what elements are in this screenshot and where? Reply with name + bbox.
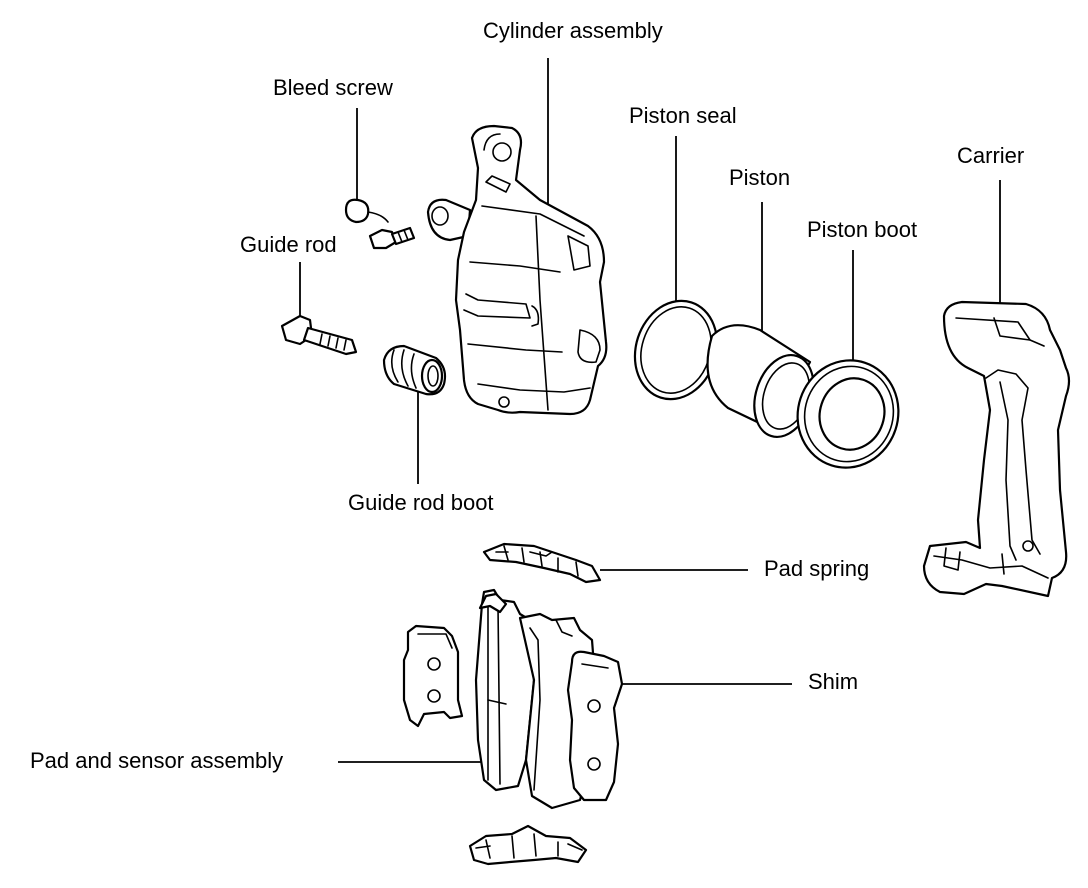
label-pad-and-sensor-assembly: Pad and sensor assembly [30, 748, 284, 773]
bleed-screw-drawing [344, 198, 416, 250]
cylinder-assembly-drawing [426, 124, 608, 416]
lower-pad-clip-drawing [468, 824, 588, 866]
outer-shim-drawing [402, 624, 464, 728]
piston-boot-drawing [796, 359, 900, 469]
pad-spring-drawing [482, 542, 602, 584]
label-guide-rod: Guide rod [240, 232, 337, 257]
label-piston: Piston [729, 165, 791, 190]
label-pad-spring: Pad spring [764, 556, 870, 581]
shim-drawing [566, 650, 624, 802]
label-piston-boot: Piston boot [807, 217, 918, 242]
guide-rod-boot-drawing [382, 344, 447, 396]
guide-rod-drawing [280, 314, 358, 356]
label-cylinder-assembly: Cylinder assembly [483, 18, 663, 43]
piston-drawing [706, 324, 815, 438]
carrier-drawing [922, 300, 1071, 598]
label-guide-rod-boot: Guide rod boot [348, 490, 494, 515]
label-shim: Shim [808, 669, 859, 694]
label-carrier: Carrier [957, 143, 1025, 168]
leader-lines [299, 58, 1001, 763]
label-bleed-screw: Bleed screw [273, 75, 393, 100]
label-piston-seal: Piston seal [629, 103, 737, 128]
